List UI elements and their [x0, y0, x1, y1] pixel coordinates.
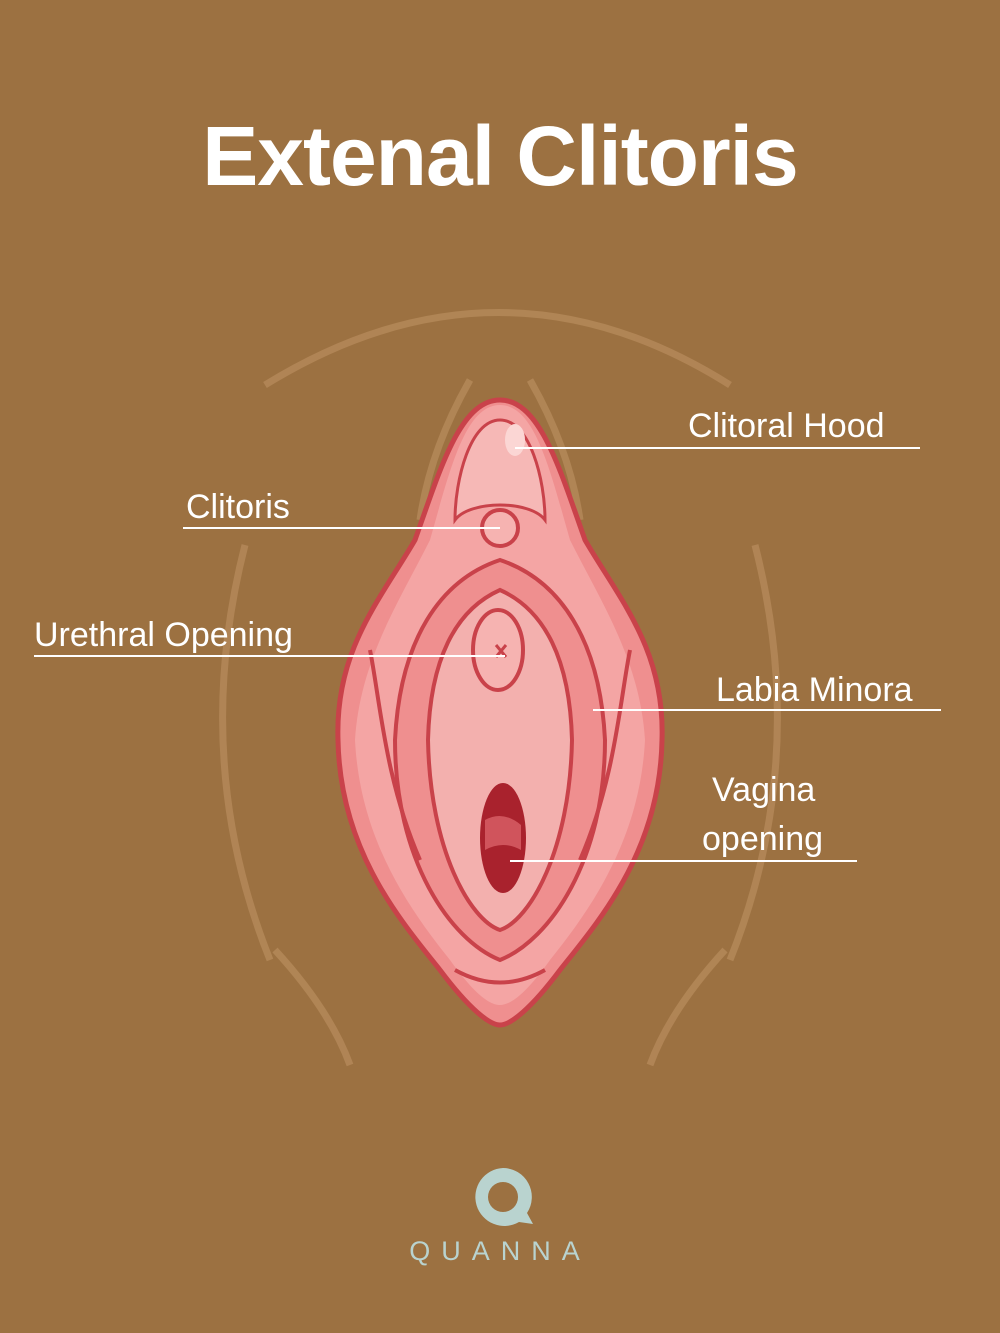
urethral-opening: [471, 608, 525, 692]
label-urethral-opening: Urethral Opening: [34, 616, 293, 654]
body-outline: [219, 309, 781, 1067]
quanna-logo-icon: [475, 1168, 533, 1226]
page-title: Extenal Clitoris: [202, 109, 799, 203]
label-clitoris: Clitoris: [186, 488, 290, 526]
label-opening: opening: [702, 820, 824, 858]
vaginal-opening: [480, 783, 526, 893]
label-labia-minora: Labia Minora: [716, 671, 913, 709]
label-vagina: Vagina: [712, 771, 816, 809]
leader-lines: [34, 447, 941, 862]
brand-name: QUANNA: [409, 1236, 591, 1266]
hood: [453, 418, 547, 525]
label-clitoral-hood: Clitoral Hood: [688, 407, 885, 445]
